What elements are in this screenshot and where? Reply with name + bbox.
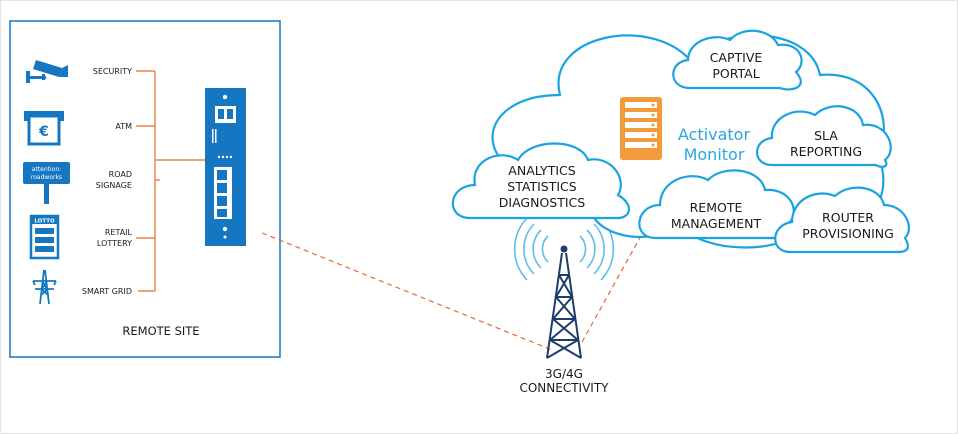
remote-management-line-2: MANAGEMENT: [671, 216, 762, 231]
captive-portal-cloud: [672, 29, 803, 91]
captive-portal-line-1: CAPTIVE: [710, 50, 763, 65]
label-road-1: ROAD: [109, 170, 132, 179]
cloud-network: [451, 29, 910, 254]
tower-label-line-1: 3G/4G: [545, 367, 583, 381]
sla-reporting-line-1: SLA: [814, 128, 838, 143]
analytics-line-2: STATISTICS: [507, 179, 576, 194]
security-camera-icon: [26, 60, 68, 83]
sla-reporting-cloud: [756, 105, 892, 168]
label-security: SECURITY: [93, 67, 132, 76]
activator-line-1: Activator: [678, 125, 751, 144]
label-smart-grid: SMART GRID: [82, 287, 132, 296]
server-icon: [620, 97, 662, 160]
remote-management-line-1: REMOTE: [690, 200, 743, 215]
atm-icon: €: [24, 111, 64, 146]
label-retail-1: RETAIL: [105, 228, 133, 237]
label-retail-2: LOTTERY: [97, 239, 132, 248]
road-sign-text-2: roadworks: [31, 174, 62, 181]
remote-site-title: REMOTE SITE: [122, 324, 199, 338]
label-road-2: SIGNAGE: [96, 181, 132, 190]
cell-tower-icon: [513, 217, 615, 359]
device-connector-lines: [136, 70, 205, 292]
lottery-terminal-icon: LOTTO: [29, 214, 60, 260]
activator-line-2: Monitor: [684, 145, 745, 164]
router-provisioning-line-2: PROVISIONING: [802, 226, 894, 241]
atm-euro-symbol: €: [38, 124, 49, 140]
power-pylon-icon: [32, 269, 57, 305]
router-device-icon: [205, 88, 246, 246]
label-atm: ATM: [115, 122, 132, 131]
router-provisioning-line-1: ROUTER: [822, 210, 874, 225]
road-sign-icon: attention: roadworks: [23, 162, 70, 204]
captive-portal-line-2: PORTAL: [712, 66, 759, 81]
analytics-line-3: DIAGNOSTICS: [499, 195, 586, 210]
road-sign-text-1: attention:: [32, 166, 61, 173]
router-provisioning-cloud: [774, 186, 910, 254]
analytics-line-1: ANALYTICS: [508, 163, 575, 178]
lottery-sign-text: LOTTO: [34, 219, 55, 225]
sla-reporting-line-2: REPORTING: [790, 144, 862, 159]
tower-label-line-2: CONNECTIVITY: [519, 381, 609, 395]
analytics-cloud: [451, 142, 630, 220]
